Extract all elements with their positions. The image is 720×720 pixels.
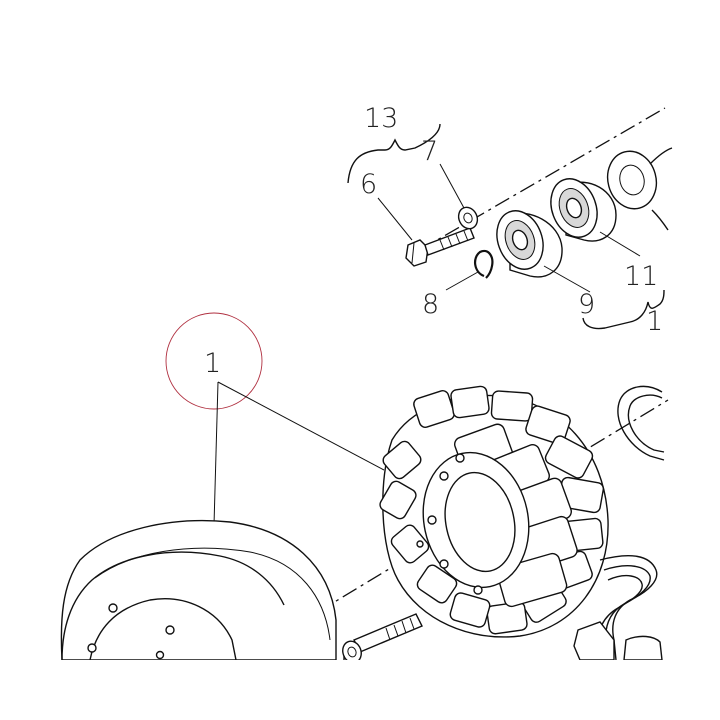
leader-7 — [439, 163, 465, 209]
leader-9 — [543, 265, 591, 293]
washer-part — [457, 206, 479, 230]
brace-13 — [347, 123, 441, 184]
o-ring-part — [617, 385, 665, 461]
stator-poles — [379, 385, 605, 635]
upper-axis-centerline — [419, 107, 666, 251]
leader-1-rotor — [213, 381, 219, 526]
bearing-9-part — [496, 210, 563, 278]
edge-part-fragment — [649, 147, 673, 165]
callout-8: 8 — [422, 289, 439, 320]
callout-7: 7 — [421, 136, 438, 167]
long-bolt-part — [342, 613, 423, 664]
leader-6 — [377, 197, 413, 241]
callout-13: 13 — [364, 103, 398, 134]
leader-11 — [599, 231, 641, 257]
leader-1-stator — [217, 381, 385, 471]
stator-wire-lead — [599, 555, 658, 661]
callout-1-group: 1 — [165, 312, 385, 526]
leader-8 — [445, 271, 479, 291]
rotor-part — [60, 519, 337, 661]
bearing-11-part — [550, 178, 617, 242]
bolt-part — [405, 227, 475, 267]
bottom-crop-band — [0, 660, 720, 720]
brace-lower — [582, 289, 665, 330]
callout-1: 1 — [204, 348, 221, 379]
stator-part — [379, 385, 663, 661]
callout-9: 9 — [578, 289, 595, 320]
snap-ring-part — [474, 249, 494, 279]
callout-11: 11 — [624, 261, 658, 292]
flat-washer-part — [606, 150, 658, 210]
connector-part — [573, 621, 615, 661]
highlight-circle — [165, 312, 263, 410]
callout-edge: 1 — [646, 306, 663, 337]
callout-6: 6 — [360, 169, 377, 200]
rotor-bolt-hole — [108, 603, 118, 613]
upper-subassembly: 13 7 6 8 9 11 1 — [347, 103, 673, 337]
